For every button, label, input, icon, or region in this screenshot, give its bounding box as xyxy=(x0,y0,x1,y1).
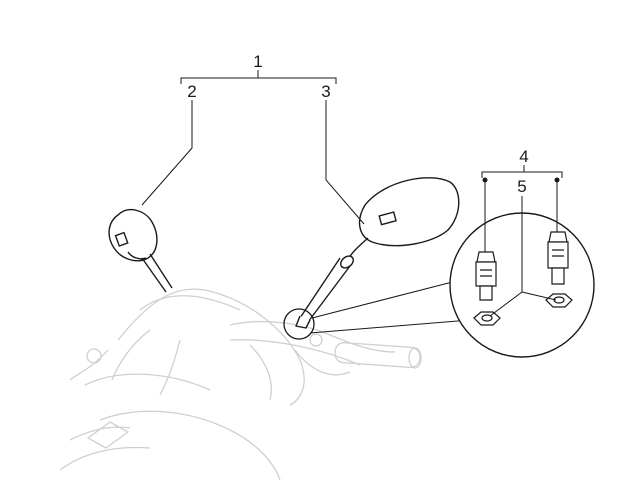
leader-dot-right xyxy=(554,177,560,183)
callout-leaders xyxy=(141,70,563,317)
leader-2 xyxy=(141,100,193,206)
scooter-body-outline xyxy=(59,288,422,480)
left-mirror xyxy=(108,208,173,293)
callout-4: 4 xyxy=(519,147,528,166)
right-mirror-reflector xyxy=(378,211,397,226)
callout-5: 5 xyxy=(517,177,526,196)
handlebar-outline xyxy=(229,320,396,353)
threaded-adapter-left xyxy=(475,251,497,301)
bracket-1 xyxy=(180,77,337,84)
callout-1: 1 xyxy=(253,52,262,71)
right-mirror-head xyxy=(358,177,460,247)
leader-5 xyxy=(489,196,557,317)
left-mirror-stem xyxy=(141,253,173,293)
right-mirror xyxy=(295,177,460,329)
headlight-outline xyxy=(86,421,130,449)
hex-nut-left xyxy=(473,311,501,326)
leader-3 xyxy=(325,100,365,225)
left-mirror-head xyxy=(108,208,158,262)
callout-3: 3 xyxy=(321,82,330,101)
threaded-adapter-right xyxy=(547,231,569,285)
right-mirror-stem xyxy=(299,257,351,323)
magnifier-connector-lines xyxy=(309,277,471,334)
callout-2: 2 xyxy=(187,82,196,101)
bracket-4 xyxy=(481,171,563,178)
leader-dot-left xyxy=(482,177,488,183)
left-mirror-reflector xyxy=(114,231,129,247)
mount-focus-circle xyxy=(283,308,315,340)
